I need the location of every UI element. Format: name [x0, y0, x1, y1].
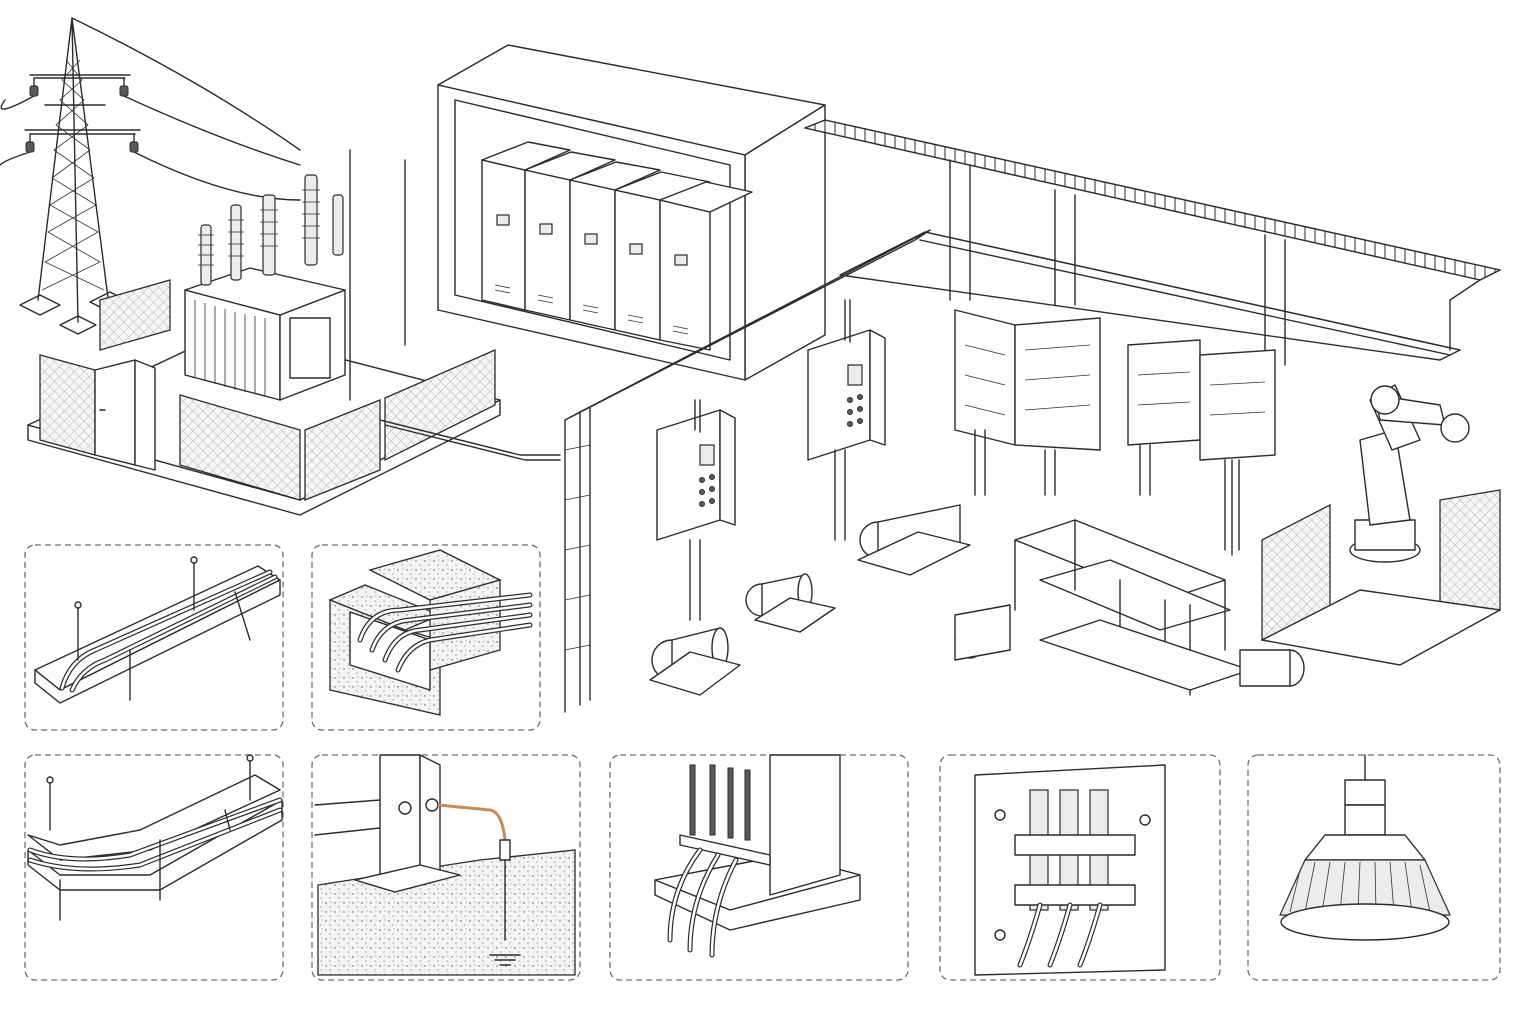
detail-panel-concrete-trench [311, 544, 541, 731]
control-cabinet-hmi [656, 299, 886, 541]
distribution-panel [954, 309, 1276, 556]
overhead-cable-ladder [349, 119, 1502, 713]
tray-bend-icon [27, 754, 283, 921]
ground-rod-icon [314, 754, 576, 976]
detail-panel-grounding-rod [311, 754, 581, 981]
cable-trench-icon [328, 549, 533, 716]
detail-panel-cable-gland-base [609, 754, 909, 981]
cable-tray-icon [34, 556, 281, 704]
switchgear-enclosure [437, 44, 826, 381]
busbar-icon [974, 764, 1166, 976]
high-bay-lamp-icon [1279, 754, 1451, 941]
bushing-insulators [198, 174, 344, 286]
motor-pump [649, 449, 1011, 696]
detail-panel-high-bay-light [1247, 754, 1501, 981]
detail-panel-tray-bend [24, 754, 284, 981]
switchgear-cubicles [481, 141, 753, 351]
conveyor-machine [1014, 519, 1305, 696]
substation-transformer [27, 174, 561, 516]
detail-panel-busbar-terminals [939, 754, 1221, 981]
robot-arm-cell [1261, 384, 1501, 666]
cable-entry-icon [654, 754, 861, 958]
detail-panel-cable-tray [24, 544, 284, 731]
